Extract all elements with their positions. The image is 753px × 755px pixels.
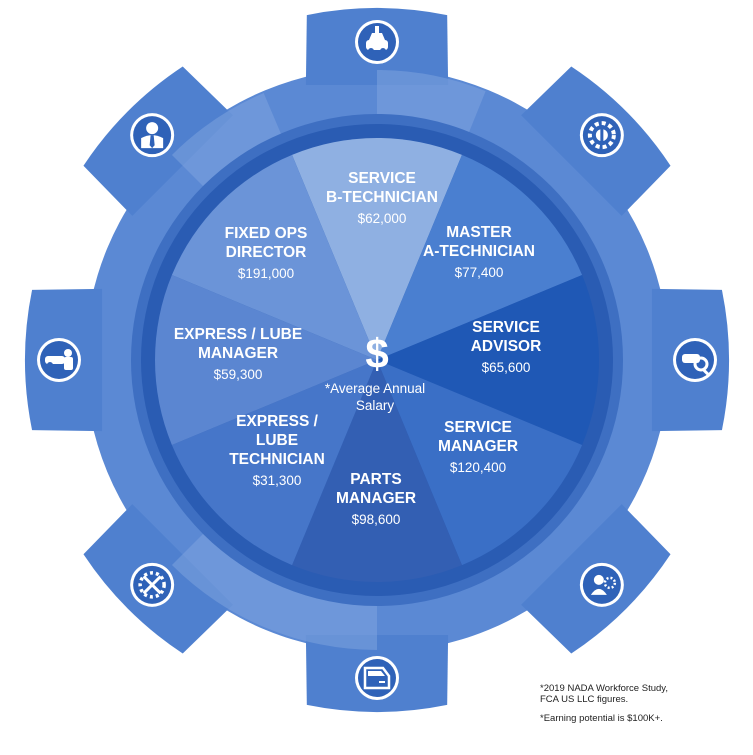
role-salary: $120,400 — [450, 460, 506, 475]
gear-wrench-icon — [579, 113, 624, 158]
label-parts-manager: PARTS MANAGER $98,600 — [336, 471, 416, 527]
role-title-line: DIRECTOR — [226, 244, 307, 261]
dollar-symbol: $ — [365, 330, 388, 377]
tooth-icons — [37, 20, 717, 700]
sector-service-manager — [377, 360, 583, 566]
gears-tools-icon — [130, 562, 175, 607]
label-express-lube-technician: EXPRESS / LUBE TECHNICIAN $31,300 — [229, 413, 325, 488]
sector-parts-manager — [292, 360, 462, 582]
role-title-line: SERVICE — [444, 419, 512, 436]
role-salary: $59,300 — [214, 367, 263, 382]
role-title-line: PARTS — [350, 471, 401, 488]
role-title-line: EXPRESS / — [236, 413, 319, 430]
role-title-line: SERVICE — [472, 319, 540, 336]
role-title-line: MASTER — [446, 224, 511, 241]
role-title-line: MANAGER — [198, 345, 278, 362]
source-footnote: *2019 NADA Workforce Study, FCA US LLC f… — [540, 683, 668, 705]
role-salary: $191,000 — [238, 266, 294, 281]
role-title-line: SERVICE — [348, 170, 416, 187]
role-salary: $98,600 — [352, 512, 401, 527]
role-title-line: LUBE — [256, 432, 298, 449]
role-title-line: EXPRESS / LUBE — [174, 326, 302, 343]
role-title-line: MANAGER — [438, 438, 518, 455]
sector-master-a-technician — [377, 154, 583, 360]
label-service-advisor: SERVICE ADVISOR $65,600 — [471, 319, 542, 375]
role-salary: $62,000 — [358, 211, 407, 226]
role-title-line: MANAGER — [336, 490, 416, 507]
sector-express-lube-manager — [155, 275, 377, 445]
center-caption-line2: Salary — [356, 398, 395, 413]
earning-footnote: *Earning potential is $100K+. — [540, 713, 663, 724]
mechanic-under-car-icon — [37, 338, 81, 382]
person-gear-icon — [579, 562, 624, 607]
role-title-line: B-TECHNICIAN — [326, 189, 438, 206]
label-service-manager: SERVICE MANAGER $120,400 — [438, 419, 518, 475]
role-title-line: TECHNICIAN — [229, 451, 325, 468]
sector-express-lube-technician — [171, 360, 377, 566]
label-fixed-ops-director: FIXED OPS DIRECTOR $191,000 — [225, 225, 308, 281]
role-salary: $77,400 — [455, 265, 504, 280]
car-door-icon — [355, 656, 399, 700]
salary-sectors — [155, 138, 599, 582]
center-salary-symbol: $ *Average Annual Salary — [325, 330, 425, 413]
role-title-line: ADVISOR — [471, 338, 542, 355]
role-salary: $31,300 — [253, 473, 302, 488]
car-magnifier-icon — [673, 338, 717, 382]
sector-fixed-ops-director — [171, 154, 377, 360]
sector-service-advisor — [377, 275, 599, 445]
role-title-line: A-TECHNICIAN — [423, 243, 535, 260]
role-salary: $65,600 — [482, 360, 531, 375]
label-service-b-technician: SERVICE B-TECHNICIAN $62,000 — [326, 170, 438, 226]
sector-service-b-technician — [292, 138, 462, 360]
label-master-a-technician: MASTER A-TECHNICIAN $77,400 — [423, 224, 535, 280]
role-title-line: FIXED OPS — [225, 225, 308, 242]
center-caption-line1: *Average Annual — [325, 381, 425, 396]
label-express-lube-manager: EXPRESS / LUBE MANAGER $59,300 — [174, 326, 302, 382]
car-wrench-icon — [355, 20, 399, 64]
businessman-icon — [130, 113, 175, 158]
